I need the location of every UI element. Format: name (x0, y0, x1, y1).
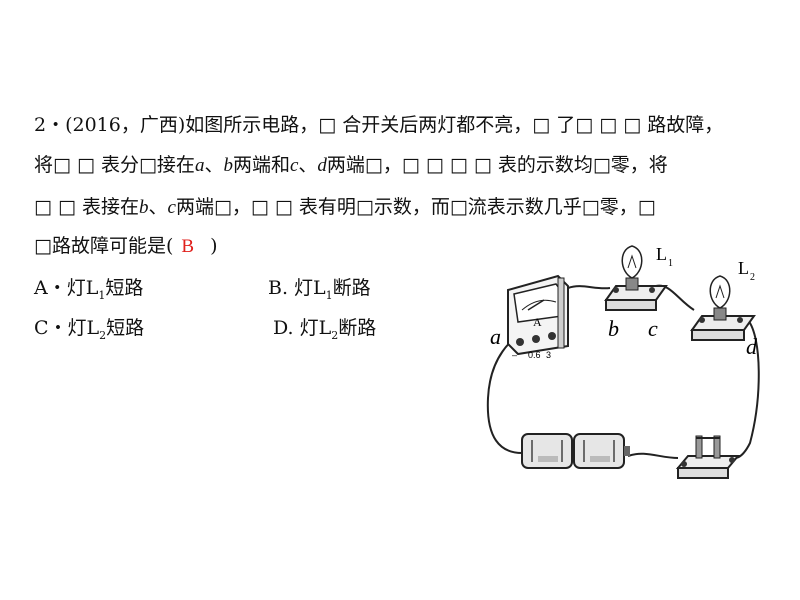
text-segment: □路故障可能是( (34, 235, 174, 257)
text-segment: 、 (298, 154, 318, 176)
text-segment: 两端□，□ □ □ □ 表的示数均□零，将 (326, 154, 668, 176)
option-sub: 2 (99, 328, 107, 342)
question-line-3: □ □ 表接在b、c两端□，□ □ 表有明□示数，而□流表示数几乎□零，□ (34, 195, 656, 220)
question-line-2: 将□ □ 表分□接在a、b两端和c、d两端□，□ □ □ □ 表的示数均□零，将 (34, 153, 668, 178)
lamp2-sub: 2 (750, 272, 755, 283)
option-text: 断路 (338, 317, 377, 339)
meter-tick-3: 3 (546, 350, 551, 360)
option-text: 短路 (106, 317, 145, 339)
text-segment: ) (210, 235, 218, 257)
text-segment: □ □ 表接在 (34, 196, 139, 218)
var-c: c (167, 197, 176, 218)
option-d: D. 灯L2断路 (273, 316, 376, 348)
ammeter: A – 0.6 3 (507, 274, 569, 360)
option-text: D. 灯L (273, 317, 332, 339)
lamp2-label: L (738, 258, 749, 278)
option-text: 短路 (105, 277, 144, 299)
var-a: a (194, 155, 205, 176)
battery-pack (521, 433, 630, 469)
text-segment: 、 (148, 196, 168, 218)
point-d-label: d (746, 334, 758, 359)
answer-mark: B (181, 236, 195, 257)
point-b-label: b (608, 316, 619, 341)
option-text: A・灯L (34, 277, 99, 299)
lamp1-label: L (656, 244, 667, 264)
text-segment: 两端和 (232, 154, 290, 176)
option-text: 断路 (332, 277, 371, 299)
point-a-label: a (490, 324, 501, 349)
meter-tick-1: – (512, 350, 517, 360)
question-line-1: 2・(2016，广西)如图所示电路，□ 合开关后两灯都不亮，□ 了□ □ □ 路… (34, 114, 724, 136)
var-b: b (223, 155, 233, 176)
option-sub: 2 (331, 328, 339, 342)
lamp1-sub: 1 (668, 258, 673, 269)
meter-tick-2: 0.6 (528, 350, 541, 360)
var-c: c (289, 155, 299, 176)
option-text: B. 灯L (268, 277, 326, 299)
var-d: d (317, 155, 327, 176)
wire-battery-to-switch (627, 452, 679, 459)
lamp-1: L 1 (604, 244, 673, 311)
option-sub: 1 (98, 288, 106, 302)
point-c-label: c (648, 316, 658, 341)
circuit-figure: A – 0.6 3 L 1 L 2 (486, 244, 760, 479)
meter-label: A (533, 315, 542, 329)
option-sub: 1 (325, 288, 333, 302)
option-b: B. 灯L1断路 (268, 276, 371, 308)
text-segment: 、 (204, 154, 224, 176)
var-b: b (138, 197, 149, 218)
question-line-4: □路故障可能是( B) (34, 234, 217, 259)
text-segment: 将□ □ 表分□接在 (34, 154, 195, 176)
lamp-2: L 2 (690, 258, 756, 341)
option-text: C・灯L (34, 317, 100, 339)
wire-meter-to-lamp1 (567, 285, 611, 290)
option-c: C・灯L2短路 (34, 316, 144, 348)
text-segment: 两端□，□ □ 表有明□示数，而□流表示数几乎□零，□ (175, 196, 656, 218)
option-a: A・灯L1短路 (34, 276, 143, 308)
switch (675, 435, 741, 479)
